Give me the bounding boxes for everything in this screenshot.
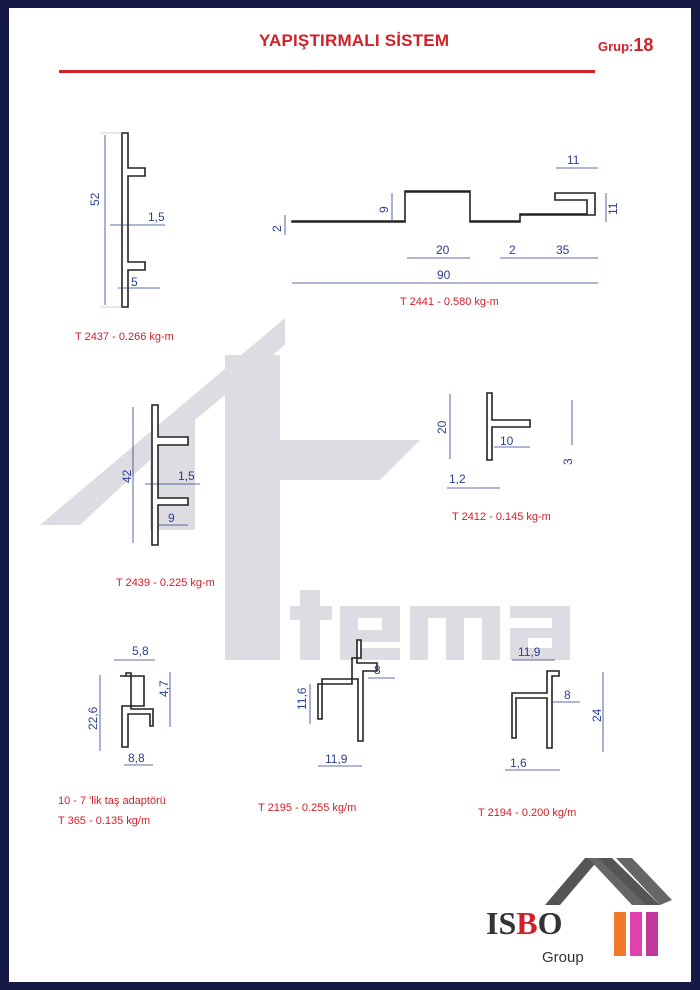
dimension-label: 20 xyxy=(435,420,449,434)
dimension-label: 1,6 xyxy=(510,756,527,770)
caption: T 2439 - 0.225 kg-m xyxy=(116,577,215,589)
dimension-label: 8 xyxy=(374,663,381,677)
profile-t365: 5,8 4,7 22,6 8,8 10 - 7 'lik taş adaptör… xyxy=(58,644,171,827)
dimension-label: 8,8 xyxy=(128,751,145,765)
group-label-text: Grup: xyxy=(598,39,634,54)
note: 10 - 7 'lik taş adaptörü xyxy=(58,795,166,807)
profile-t2441: 2 9 20 2 35 90 11 11 T 2441 - 0.580 kg-m xyxy=(270,153,620,308)
profile-t2195: 11,6 8 11,9 T 2195 - 0.255 kg/m xyxy=(258,639,395,814)
title-divider xyxy=(59,70,595,73)
page-title: YAPIŞTIRMALI SİSTEM xyxy=(259,31,450,50)
dimension-label: 9 xyxy=(377,206,391,213)
dimension-label: 1,2 xyxy=(449,472,466,486)
dimension-label: 11,9 xyxy=(518,645,541,659)
caption: T 2437 - 0.266 kg-m xyxy=(75,331,174,343)
profile-t2194: 11,9 8 24 1,6 T 2194 - 0.200 kg/m xyxy=(478,645,604,819)
dimension-label: 8 xyxy=(564,688,571,702)
caption: T 2441 - 0.580 kg-m xyxy=(400,296,499,308)
dimension-label: 22,6 xyxy=(86,706,100,730)
dimension-label: 4,7 xyxy=(157,680,171,697)
dimension-label: 1,5 xyxy=(148,210,165,224)
dimension-label: 11,9 xyxy=(325,752,348,766)
watermark-logo xyxy=(40,318,570,660)
logo-brand: ISBO xyxy=(486,905,562,941)
caption: T 2412 - 0.145 kg-m xyxy=(452,511,551,523)
caption: T 2195 - 0.255 kg/m xyxy=(258,802,356,814)
group-label: Grup:18 xyxy=(598,35,653,56)
caption: T 2194 - 0.200 kg/m xyxy=(478,807,576,819)
dimension-label: 52 xyxy=(88,192,102,206)
dimension-label: 42 xyxy=(120,469,134,483)
dimension-label: 5 xyxy=(131,275,138,289)
logo-sub: Group xyxy=(542,949,584,966)
profile-t2412: 20 10 3 1,2 T 2412 - 0.145 kg-m xyxy=(435,392,575,523)
profile-t2439: 42 1,5 9 T 2439 - 0.225 kg-m xyxy=(116,404,215,589)
dimension-label: 10 xyxy=(500,434,514,448)
dimension-label: 11,6 xyxy=(295,687,309,710)
dimension-label: 24 xyxy=(590,708,604,722)
dimension-label: 2 xyxy=(509,243,516,257)
dimension-label: 11 xyxy=(567,153,580,167)
dimension-label: 1,5 xyxy=(178,469,195,483)
dimension-label: 35 xyxy=(556,243,570,257)
dimension-label: 20 xyxy=(436,243,450,257)
watermark-lettering xyxy=(290,590,570,660)
group-number: 18 xyxy=(633,35,654,55)
profile-t2437: 52 1,5 5 T 2437 - 0.266 kg-m xyxy=(75,132,174,343)
caption: T 365 - 0.135 kg/m xyxy=(58,815,150,827)
dimension-label: 11 xyxy=(606,202,620,215)
dimension-label: 5,8 xyxy=(132,644,149,658)
isbo-logo: ISBO Group xyxy=(486,858,672,966)
dimension-label: 90 xyxy=(437,268,451,282)
dimension-label: 3 xyxy=(561,458,575,465)
dimension-label: 2 xyxy=(270,225,284,232)
dimension-label: 9 xyxy=(168,511,175,525)
